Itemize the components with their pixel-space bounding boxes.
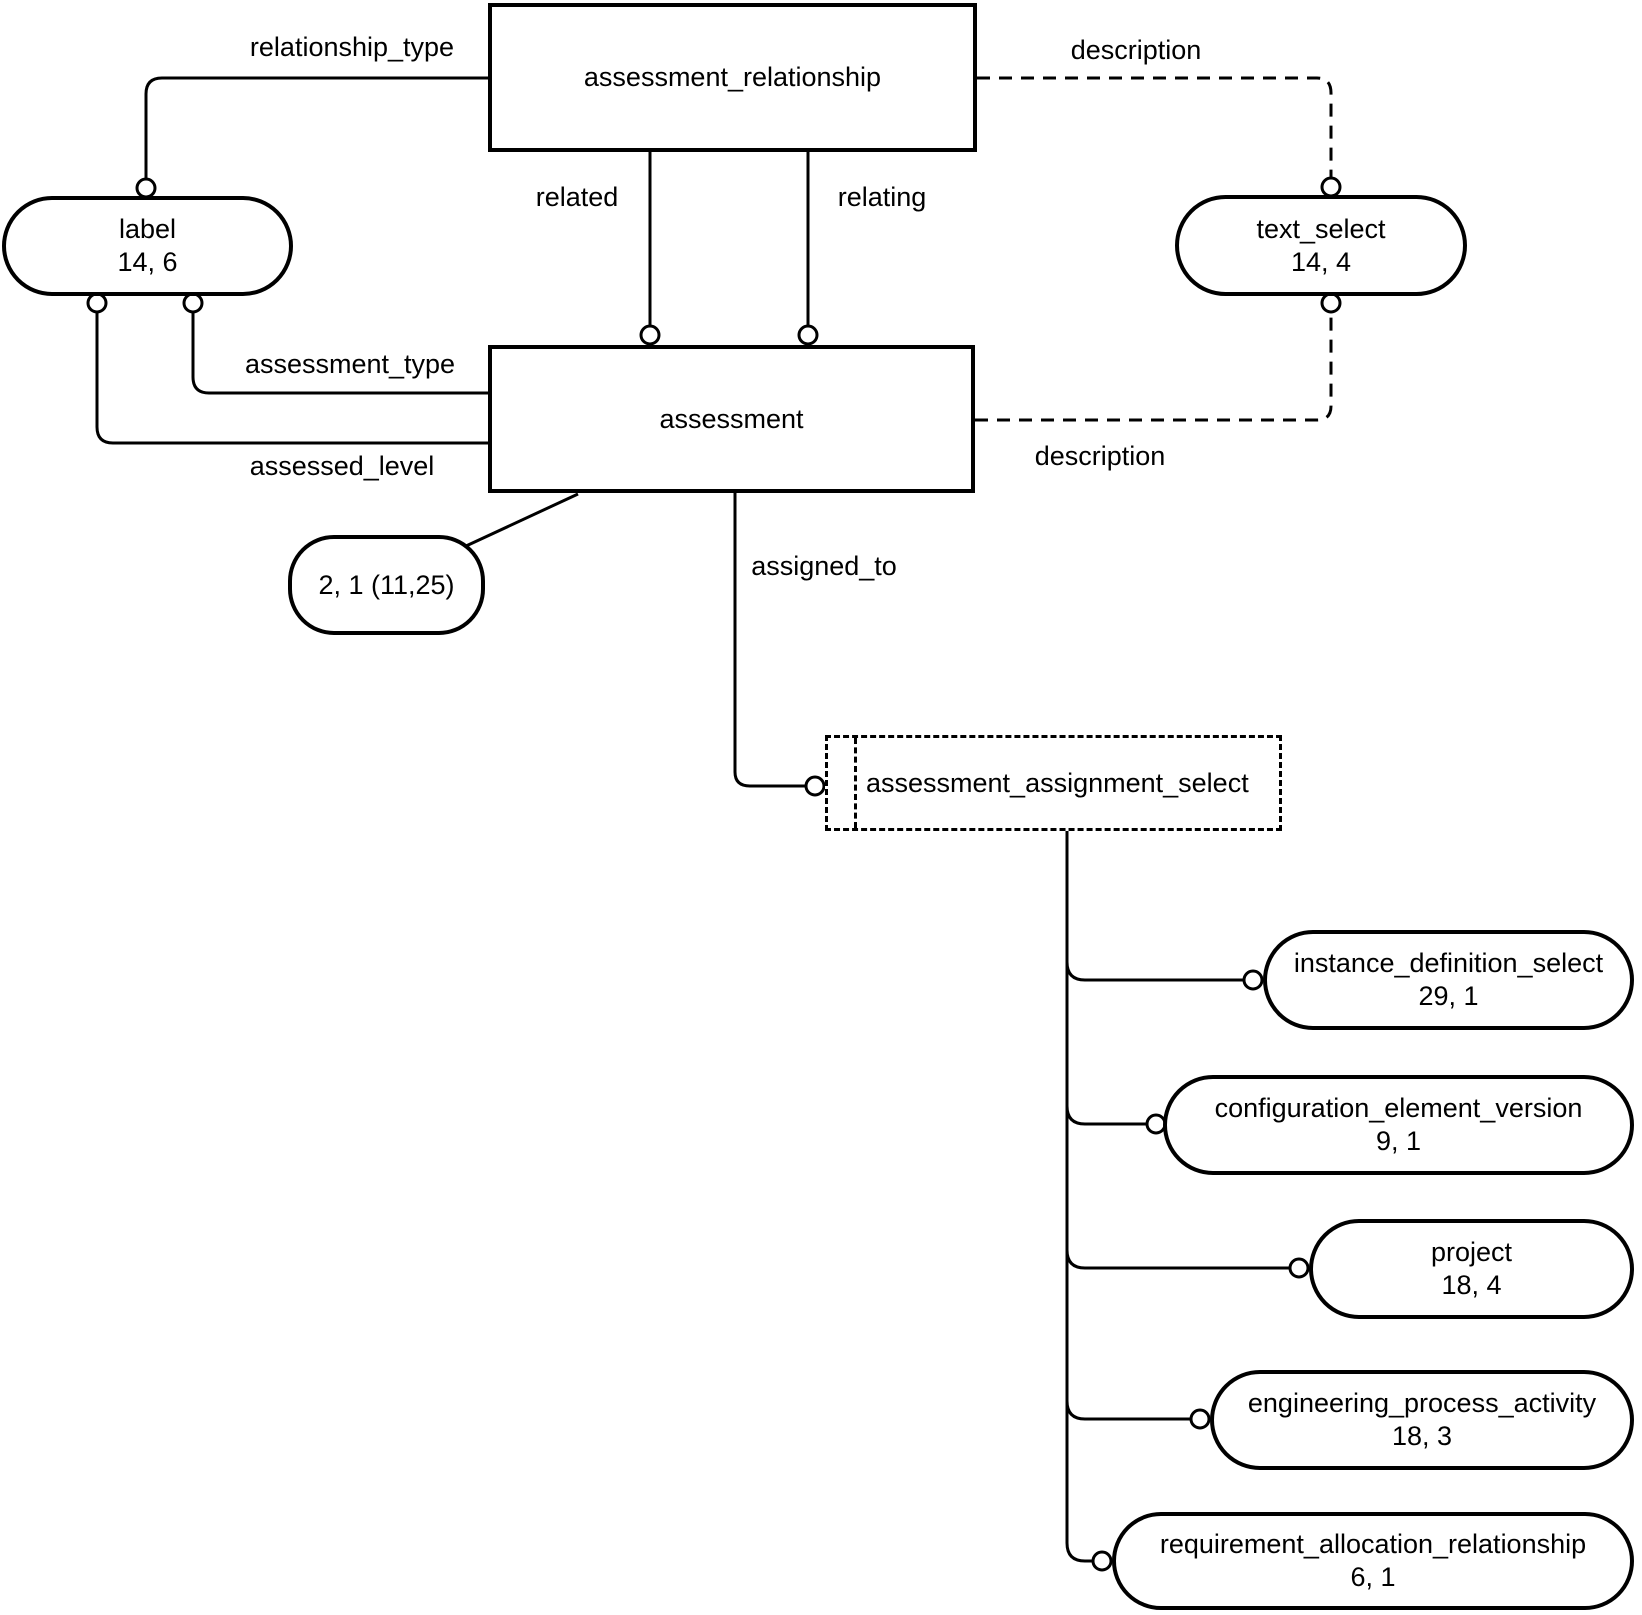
edge-label-relating: relating bbox=[837, 182, 927, 212]
node-engineering-process-activity: engineering_process_activity 18, 3 bbox=[1210, 1370, 1634, 1470]
node-engineering-process-activity-name: engineering_process_activity bbox=[1247, 1388, 1597, 1418]
node-page-ref: 2, 1 (11,25) bbox=[288, 535, 485, 635]
node-text-select: text_select 14, 4 bbox=[1175, 195, 1467, 296]
node-project-ref: 18, 4 bbox=[1441, 1270, 1502, 1300]
node-configuration-element-version: configuration_element_version 9, 1 bbox=[1163, 1075, 1634, 1175]
edge-label-assigned-to: assigned_to bbox=[751, 551, 897, 581]
circle-assessment-relating bbox=[797, 324, 819, 346]
edge-description-mid-line bbox=[975, 312, 1333, 422]
node-project: project 18, 4 bbox=[1309, 1219, 1634, 1319]
circle-label-bottom-right bbox=[182, 292, 204, 314]
node-label-type-ref: 14, 6 bbox=[117, 247, 178, 277]
edge-branch-engineering-process-activity bbox=[1065, 1400, 1191, 1421]
node-instance-definition-select-name: instance_definition_select bbox=[1293, 948, 1604, 978]
node-requirement-allocation-relationship-name: requirement_allocation_relationship bbox=[1159, 1529, 1587, 1559]
edge-branch-configuration-element-version bbox=[1065, 1105, 1147, 1126]
circle-assessment-related bbox=[639, 324, 661, 346]
circle-text-select-top bbox=[1320, 176, 1342, 198]
circle-requirement-allocation-relationship bbox=[1091, 1550, 1113, 1572]
node-instance-definition-select: instance_definition_select 29, 1 bbox=[1263, 930, 1634, 1030]
edge-label-assessed-level: assessed_level bbox=[249, 451, 435, 481]
node-assessment-relationship-label: assessment_relationship bbox=[583, 62, 882, 92]
edge-branch-project bbox=[1065, 1249, 1290, 1270]
node-assessment-assignment-select: assessment_assignment_select bbox=[825, 735, 1282, 831]
node-assessment-label: assessment bbox=[659, 403, 804, 434]
circle-engineering-process-activity bbox=[1189, 1408, 1211, 1430]
edge-select-trunk-line bbox=[1065, 831, 1093, 1563]
node-configuration-element-version-ref: 9, 1 bbox=[1375, 1126, 1422, 1156]
circle-label-bottom-left bbox=[86, 292, 108, 314]
circle-assignment-select bbox=[804, 775, 826, 797]
node-text-select-name: text_select bbox=[1256, 213, 1386, 244]
node-text-select-ref: 14, 4 bbox=[1290, 246, 1352, 277]
node-assessment-assignment-select-label: assessment_assignment_select bbox=[866, 767, 1249, 798]
edge-description-top-line bbox=[977, 76, 1333, 178]
node-assessment: assessment bbox=[488, 345, 975, 493]
node-instance-definition-select-ref: 29, 1 bbox=[1418, 981, 1479, 1011]
node-configuration-element-version-name: configuration_element_version bbox=[1214, 1093, 1583, 1123]
edge-assigned-to-line bbox=[733, 493, 806, 788]
edge-assessed-level-line bbox=[95, 312, 488, 445]
edge-label-related: related bbox=[535, 182, 619, 212]
node-project-name: project bbox=[1430, 1237, 1513, 1267]
edge-branch-instance-definition-select bbox=[1065, 961, 1244, 982]
edge-label-assessment-type: assessment_type bbox=[244, 349, 456, 379]
edge-label-relationship-type: relationship_type bbox=[249, 32, 455, 62]
node-engineering-process-activity-ref: 18, 3 bbox=[1391, 1421, 1453, 1451]
edge-label-description-mid: description bbox=[1034, 441, 1166, 471]
circle-label-top bbox=[135, 177, 157, 199]
node-requirement-allocation-relationship: requirement_allocation_relationship 6, 1 bbox=[1112, 1512, 1634, 1610]
edge-page-ref-line bbox=[465, 492, 579, 548]
node-label-type: label 14, 6 bbox=[2, 196, 293, 296]
node-requirement-allocation-relationship-ref: 6, 1 bbox=[1350, 1562, 1396, 1592]
node-page-ref-label: 2, 1 (11,25) bbox=[318, 569, 455, 600]
circle-text-select-bottom bbox=[1320, 292, 1342, 314]
edge-label-description-top: description bbox=[1070, 35, 1202, 65]
edge-relationship-type-line bbox=[144, 76, 488, 179]
node-label-type-name: label bbox=[118, 214, 177, 244]
edge-assessment-type-line bbox=[191, 312, 488, 395]
circle-instance-definition-select bbox=[1242, 969, 1264, 991]
circle-project bbox=[1288, 1257, 1310, 1279]
node-assessment-relationship: assessment_relationship bbox=[488, 3, 977, 152]
select-box-inner-divider bbox=[854, 738, 857, 828]
